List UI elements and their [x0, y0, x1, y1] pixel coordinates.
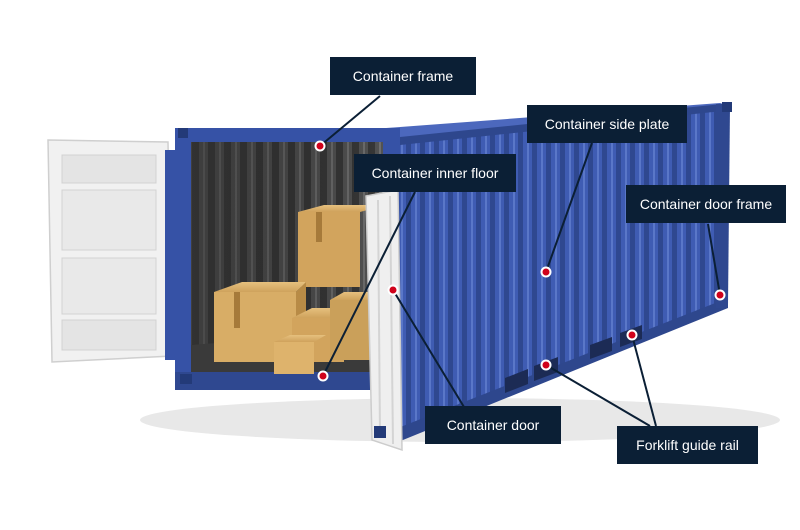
forklift-pocket-1: [505, 369, 528, 393]
label-forklift-guide-rail: Forklift guide rail: [617, 426, 758, 464]
marker-container-side-plate: [540, 266, 552, 278]
corner-casting: [722, 102, 732, 112]
corner-casting: [178, 128, 188, 138]
leader-forklift-1: [545, 364, 651, 427]
leader-container-door: [392, 289, 465, 408]
marker-container-door-frame: [714, 289, 726, 301]
leader-container-frame: [319, 95, 381, 147]
label-container-frame: Container frame: [330, 57, 476, 95]
leader-container-side-plate: [545, 142, 593, 273]
marker-container-door: [387, 284, 399, 296]
corner-casting: [374, 426, 386, 438]
corner-casting: [180, 374, 192, 384]
label-container-door-frame: Container door frame: [626, 185, 786, 223]
container-front-frame-top: [175, 128, 400, 142]
marker-container-frame: [314, 140, 326, 152]
leader-forklift-2: [631, 334, 657, 427]
container-right-door: [365, 189, 403, 452]
leader-container-door-frame: [707, 223, 721, 296]
container-left-door: [47, 139, 177, 363]
marker-forklift-2: [626, 329, 638, 341]
label-container-side-plate: Container side plate: [527, 105, 687, 143]
forklift-pocket-3: [590, 337, 612, 359]
cargo-boxes: [214, 205, 386, 374]
container-front-frame-bottom: [175, 372, 400, 390]
label-container-door: Container door: [425, 406, 561, 444]
leader-container-inner-floor: [322, 191, 416, 377]
label-container-inner-floor: Container inner floor: [354, 154, 516, 192]
marker-forklift-1: [540, 359, 552, 371]
container-front-frame-left: [175, 128, 191, 386]
marker-container-inner-floor: [317, 370, 329, 382]
